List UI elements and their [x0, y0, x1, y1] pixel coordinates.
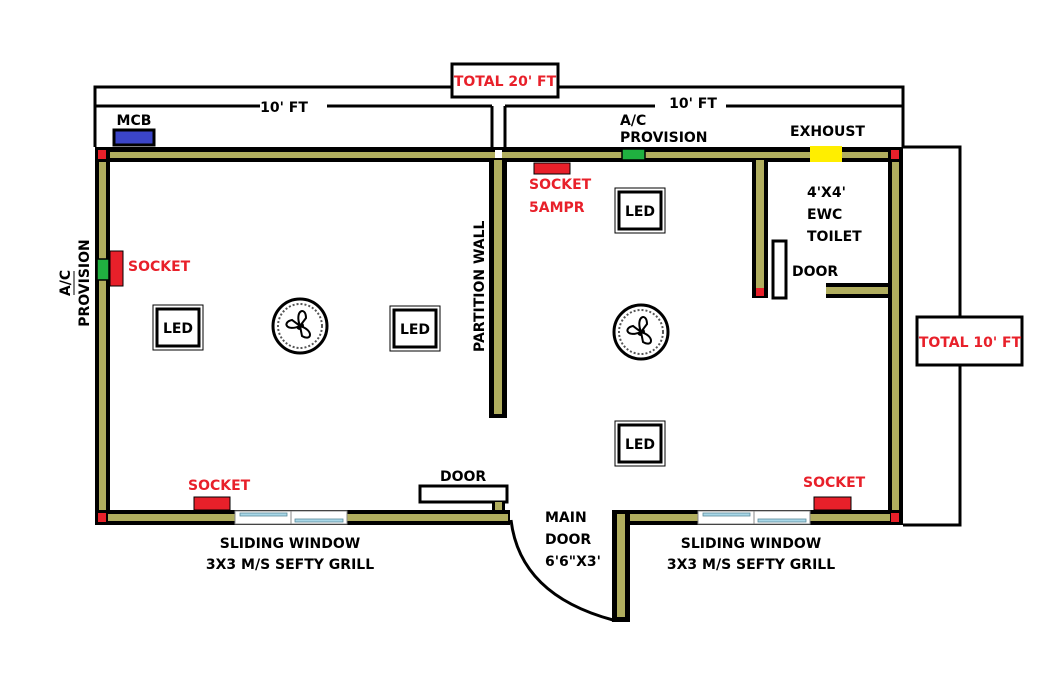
socket-5a-label: SOCKET	[529, 177, 592, 193]
socket-bottom-right-label: SOCKET	[803, 475, 866, 491]
total-length-label: TOTAL 20' FT	[450, 62, 560, 99]
window-left-label-2: 3X3 M/S SEFTY GRILL	[206, 557, 374, 573]
toilet-door	[771, 239, 788, 300]
socket-left	[109, 250, 124, 287]
socket-bottom-left	[193, 496, 231, 511]
window-right-label-2: 3X3 M/S SEFTY GRILL	[667, 557, 835, 573]
led-label: LED	[400, 322, 430, 338]
ac-left-label-1: A/C	[58, 270, 74, 296]
ac-left-label: A/C PROVISION	[58, 239, 93, 327]
mcb-label: MCB	[117, 113, 152, 129]
socket-5a	[533, 162, 571, 175]
ac-top-label-2: PROVISION	[620, 130, 708, 146]
led-label: LED	[625, 437, 655, 453]
mcb-box	[112, 128, 156, 147]
exhaust-fan	[810, 146, 842, 162]
sliding-window-left	[234, 510, 348, 525]
led-light: LED	[614, 187, 666, 234]
ac-top-label: A/C	[620, 113, 646, 129]
total-length-text: TOTAL 20' FT	[454, 74, 557, 90]
led-label: LED	[163, 321, 193, 337]
window-right-label: SLIDING WINDOW	[681, 536, 821, 552]
led-light: LED	[152, 304, 204, 351]
total-width-label: TOTAL 10' FT	[915, 315, 1024, 367]
left-room-length: 10' FT	[260, 100, 308, 116]
total-width-text: TOTAL 10' FT	[919, 335, 1022, 351]
toilet-label-2: EWC	[807, 207, 842, 223]
ac-left-label-2: PROVISION	[77, 239, 93, 327]
partition-wall-label: PARTITION WALL	[472, 220, 488, 352]
ceiling-fan-icon	[271, 297, 329, 355]
socket-bottom-left-label: SOCKET	[188, 478, 251, 494]
main-door-swing	[509, 519, 614, 622]
main-door-label-3: 6'6"X3'	[545, 554, 601, 570]
right-room-length: 10' FT	[669, 96, 717, 112]
exhaust-label: EXHOUST	[790, 124, 865, 140]
led-light: LED	[614, 420, 666, 467]
main-door-label: MAIN	[545, 510, 587, 526]
room-door	[418, 484, 509, 510]
toilet-door-label: DOOR	[792, 264, 838, 280]
socket-5a-label-2: 5AMPR	[529, 200, 585, 216]
ac-provision-left	[96, 258, 110, 281]
sliding-window-right	[697, 510, 811, 525]
led-label: LED	[625, 204, 655, 220]
room-door-label: DOOR	[440, 469, 486, 485]
toilet-label-3: TOILET	[807, 229, 862, 245]
toilet-label: 4'X4'	[807, 185, 846, 201]
window-left-label: SLIDING WINDOW	[220, 536, 360, 552]
socket-left-label: SOCKET	[128, 259, 191, 275]
main-door-label-2: DOOR	[545, 532, 591, 548]
socket-bottom-right	[813, 496, 852, 511]
ac-provision-top	[621, 148, 646, 161]
led-light: LED	[389, 305, 441, 352]
ceiling-fan-icon	[612, 303, 670, 361]
